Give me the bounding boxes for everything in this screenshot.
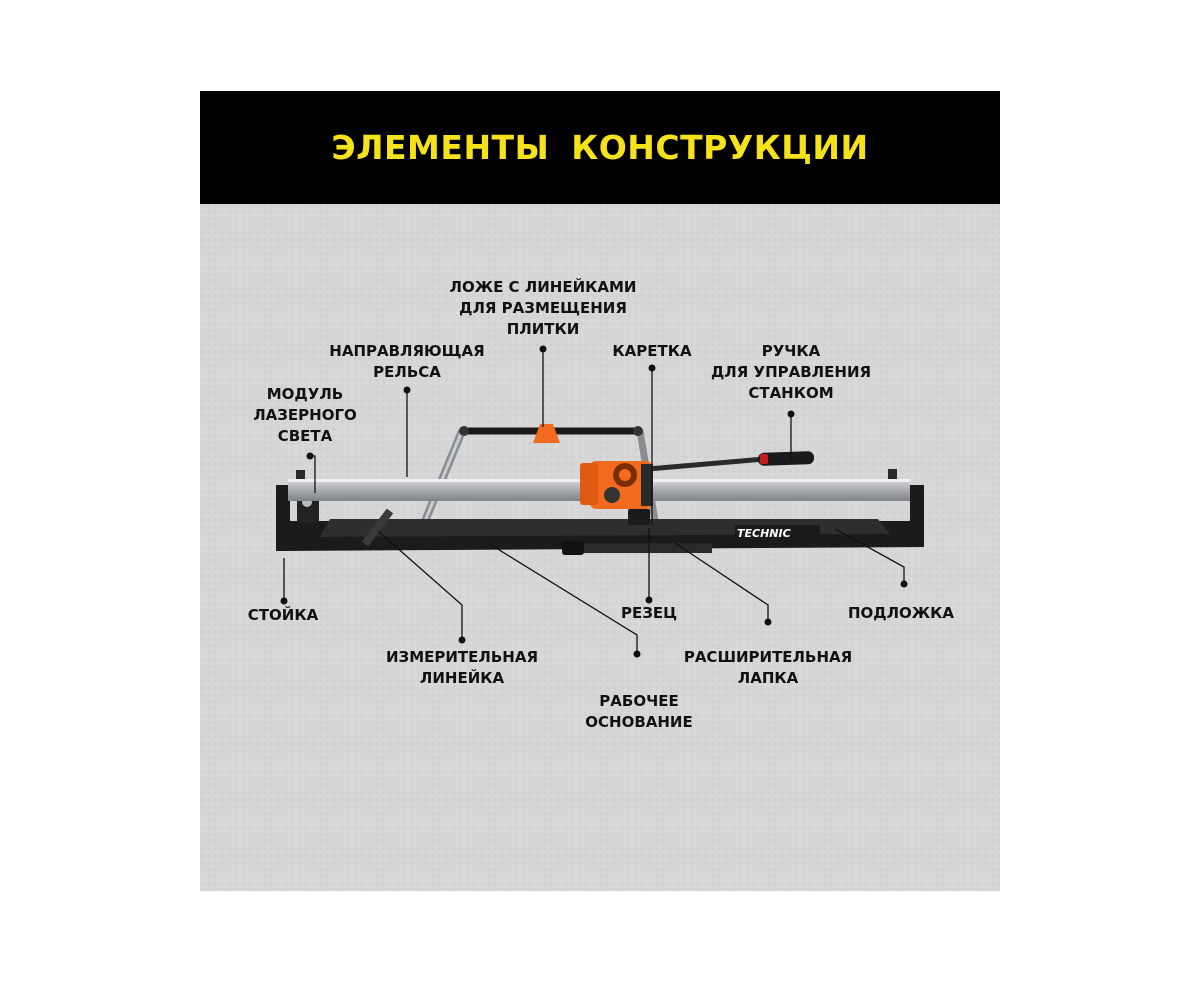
page-title: ЭЛЕМЕНТЫ КОНСТРУКЦИИ	[331, 128, 869, 167]
label-laser-module: МОДУЛЬ ЛАЗЕРНОГО СВЕТА	[253, 385, 357, 445]
tile-cutter-diagram: TECHNIC	[200, 204, 1000, 891]
infographic-panel: TECHNIC	[200, 91, 1000, 891]
carriage	[580, 461, 653, 525]
label-backing: ПОДЛОЖКА	[847, 604, 955, 622]
callout-leaders	[283, 349, 905, 654]
measuring-ruler	[361, 508, 394, 547]
brand-logo: TECHNIC	[737, 527, 791, 540]
header-bar: ЭЛЕМЕНТЫ КОНСТРУКЦИИ	[200, 91, 1000, 204]
callout-dots	[280, 345, 908, 658]
label-handle: РУЧКА ДЛЯ УПРАВЛЕНИЯ СТАНКОМ	[710, 342, 872, 402]
label-tile-bed: ЛОЖЕ С ЛИНЕЙКАМИ ДЛЯ РАЗМЕЩЕНИЯ ПЛИТКИ	[449, 278, 637, 338]
label-measuring-ruler: ИЗМЕРИТЕЛЬНАЯ ЛИНЕЙКА	[385, 648, 538, 687]
control-handle	[647, 451, 815, 472]
label-carriage: КАРЕТКА	[612, 342, 692, 360]
label-cutter: РЕЗЕЦ	[620, 604, 678, 622]
label-working-base: РАБОЧЕЕ ОСНОВАНИЕ	[585, 692, 693, 731]
label-extension-arm: РАСШИРИТЕЛЬНАЯ ЛАПКА	[683, 648, 853, 687]
label-stand: СТОЙКА	[247, 606, 319, 624]
label-guide-rail: НАПРАВЛЯЮЩАЯ РЕЛЬСА	[329, 342, 485, 381]
extension-arm	[562, 541, 712, 555]
brand-plate: TECHNIC	[735, 525, 820, 540]
